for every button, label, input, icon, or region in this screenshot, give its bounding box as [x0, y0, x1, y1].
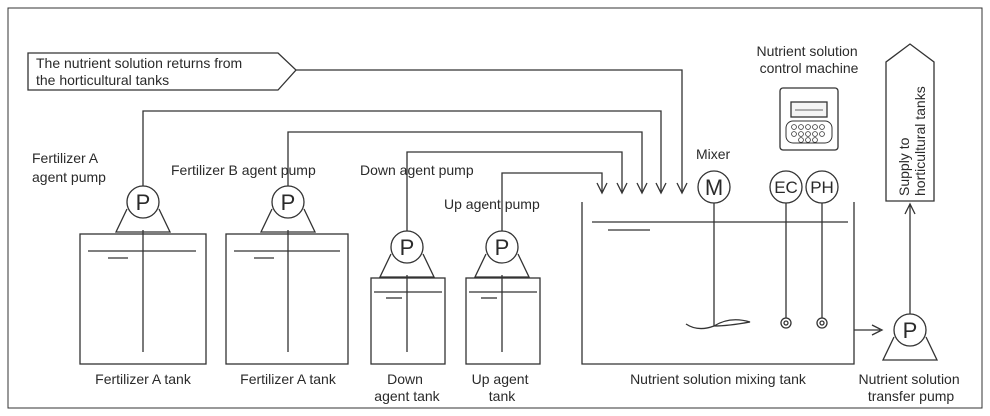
control-button — [791, 124, 797, 130]
control-button — [798, 137, 804, 143]
pump-up-agent — [473, 230, 531, 278]
return-arrowhead — [676, 182, 688, 195]
control-button — [812, 124, 818, 130]
control-machine-display — [790, 101, 828, 118]
supply-label-box — [885, 43, 935, 202]
control-button — [812, 131, 818, 137]
mixer-motor — [697, 170, 731, 204]
control-button — [805, 137, 811, 143]
mixer-label: Mixer — [696, 146, 731, 162]
pump-symbol: P — [136, 190, 151, 215]
ec-sensor — [769, 170, 803, 204]
fertilizer-a-tank-2 — [225, 233, 349, 365]
ec-symbol: EC — [774, 178, 798, 197]
pipe-fertilizer-b-arrowhead — [636, 182, 648, 195]
control-button — [819, 124, 825, 130]
control-button — [812, 137, 818, 143]
ph-symbol: PH — [810, 178, 834, 197]
ec-probe-tip-inner — [783, 320, 789, 326]
down-agent-tank — [370, 277, 446, 365]
control-machine-label: Nutrient solution control machine — [756, 43, 861, 76]
pump-symbol: P — [281, 190, 296, 215]
control-button — [805, 131, 811, 137]
fertilizer-a-pump-label: Fertilizer A agent pump — [32, 150, 106, 185]
up-agent-tank-label: Up agent tank — [472, 371, 533, 404]
mixer-blade — [685, 319, 751, 330]
down-agent-tank-label: Down agent tank — [374, 371, 440, 404]
mixing-tank-label: Nutrient solution mixing tank — [630, 371, 807, 387]
ph-sensor — [805, 170, 839, 204]
ec-probe-tip — [780, 317, 792, 329]
pipe-up-agent — [501, 172, 603, 231]
mixing-tank — [581, 202, 855, 365]
pipe-fertilizer-a-arrowhead — [655, 182, 667, 195]
control-button — [791, 131, 797, 137]
pump-symbol: P — [495, 235, 510, 260]
supply-arrowhead — [904, 202, 916, 215]
up-agent-tank — [465, 277, 541, 365]
ph-probe-tip — [816, 317, 828, 329]
pump-down-agent — [378, 230, 436, 278]
control-button — [819, 131, 825, 137]
fertilizer-a-tank-1-label: Fertilizer A tank — [95, 371, 192, 387]
return-line — [296, 69, 683, 192]
pump-fertilizer-a — [114, 185, 172, 233]
up-pump-label: Up agent pump — [444, 196, 540, 212]
control-machine-keypad — [785, 120, 833, 144]
pipe-fertilizer-b — [287, 131, 643, 192]
pipe-up-agent-arrowhead — [596, 182, 608, 195]
control-button — [805, 124, 811, 130]
pump-symbol: P — [903, 318, 918, 343]
return-label-box — [27, 52, 297, 91]
pipe-down-agent — [406, 151, 623, 231]
transfer-pump-label: Nutrient solution transfer pump — [858, 371, 963, 404]
pump-fertilizer-b — [259, 185, 317, 233]
return-label: The nutrient solution returns from the h… — [36, 55, 246, 88]
ph-probe-tip-inner — [819, 320, 825, 326]
control-button — [798, 131, 804, 137]
pipe-fertilizer-a — [142, 110, 662, 192]
pump-symbol: P — [400, 235, 415, 260]
pump-transfer — [881, 313, 939, 361]
control-machine — [779, 87, 839, 151]
control-button — [798, 124, 804, 130]
fertilizer-a-tank-2-label: Fertilizer A tank — [240, 371, 337, 387]
outer-frame — [7, 7, 983, 409]
control-machine-buttons — [791, 124, 825, 143]
fertilizer-b-pump-label: Fertilizer B agent pump — [171, 162, 316, 178]
mixer-symbol: M — [705, 175, 723, 200]
supply-label: Supply to horticultural tanks — [896, 86, 928, 196]
pipe-down-agent-arrowhead — [616, 182, 628, 195]
down-pump-label: Down agent pump — [360, 162, 474, 178]
outflow-arrowhead — [871, 324, 884, 336]
